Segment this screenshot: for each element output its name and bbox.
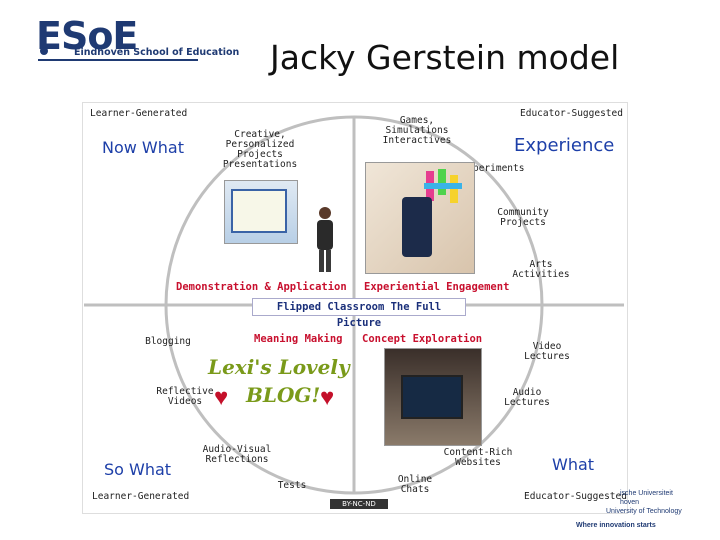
tue-tagline: Where innovation starts [576, 522, 656, 529]
corner-label-top-right: Educator-Suggested [520, 108, 623, 119]
corner-label-top-left: Learner-Generated [90, 108, 187, 119]
student-photo [310, 205, 340, 275]
quadrant-title-now-what: Now What [102, 138, 184, 157]
creative-commons-badge: BY-NC-ND [330, 499, 388, 509]
center-label: Flipped Classroom The Full Picture [252, 298, 466, 316]
activity-tests: Tests [274, 481, 310, 491]
tue-logo-line-3: University of Technology [606, 508, 682, 515]
phase-demonstration: Demonstration & Application [176, 281, 347, 293]
heart-icon: ♥ [214, 384, 228, 412]
laptop-video-photo [384, 348, 482, 446]
blog-graphic-subtitle: BLOG! [246, 383, 320, 407]
phase-meaning-making: Meaning Making [254, 333, 343, 345]
blog-graphic-title: Lexi's Lovely [208, 355, 350, 379]
activity-blogging: Blogging [140, 337, 196, 347]
phase-concept-exploration: Concept Exploration [362, 333, 482, 345]
corner-label-bottom-right: Educator-Suggested [524, 491, 627, 502]
corner-label-bottom-left: Learner-Generated [92, 491, 189, 502]
heart-icon: ♥ [320, 384, 334, 412]
quadrant-title-what: What [552, 455, 594, 474]
quadrant-title-experience: Experience [514, 135, 614, 156]
quadrant-title-so-what: So What [104, 460, 171, 479]
presentation-photo [224, 180, 298, 244]
tue-logo-line-1: ische Universiteit [620, 490, 673, 497]
mobile-game-photo [365, 162, 475, 274]
tue-logo-line-2: hoven [620, 499, 639, 506]
phase-experiential: Experiential Engagement [364, 281, 509, 293]
